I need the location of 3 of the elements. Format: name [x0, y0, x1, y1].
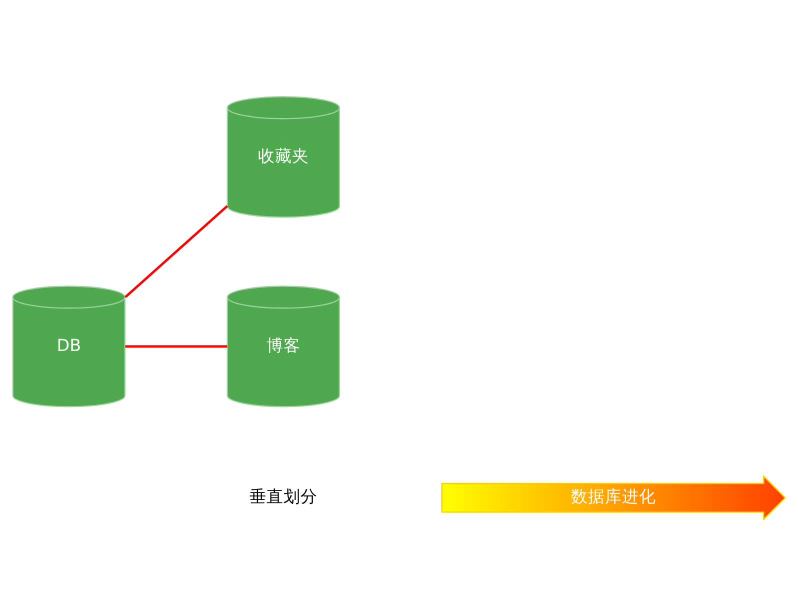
connector — [125, 344, 228, 348]
connector — [124, 204, 228, 298]
label: 垂直划分 — [249, 486, 318, 506]
